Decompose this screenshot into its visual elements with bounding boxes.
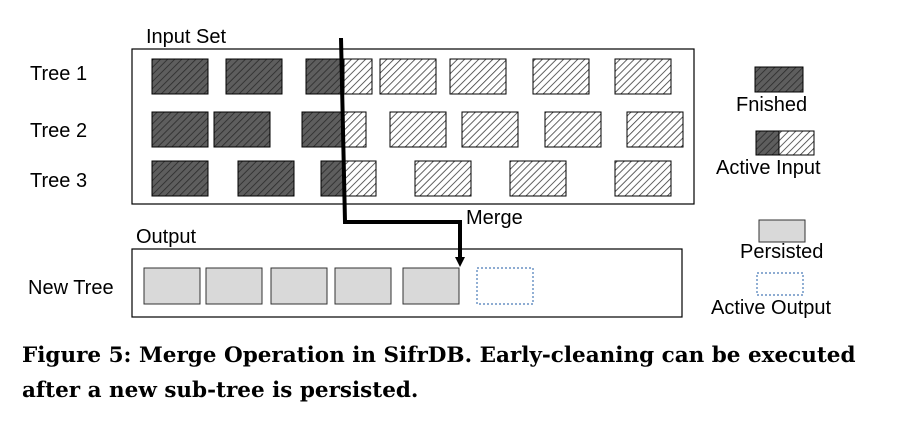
- legend-active-input-label: Active Input: [716, 157, 821, 179]
- pending-block: [614, 160, 672, 197]
- new-tree-row: [143, 267, 460, 305]
- tree-3-row: [151, 160, 672, 197]
- active-input-block-finished-part: [305, 58, 345, 95]
- tree-1-row: [151, 58, 672, 95]
- pending-block: [389, 111, 447, 148]
- finished-block: [151, 58, 209, 95]
- merge-path: [339, 37, 465, 267]
- figure-caption: Figure 5: Merge Operation in SifrDB. Ear…: [22, 343, 856, 403]
- tree-2-row: [151, 111, 684, 148]
- tree-1-label: Tree 1: [30, 63, 87, 85]
- pending-block: [532, 58, 590, 95]
- legend-active-output-label: Active Output: [711, 297, 832, 319]
- input-set-box: [131, 48, 695, 205]
- active-input-block-pending-part: [343, 58, 373, 95]
- merge-label: Merge: [466, 207, 523, 229]
- persisted-block: [402, 267, 460, 305]
- finished-block: [151, 111, 209, 148]
- legend-finished-swatch: [754, 66, 804, 93]
- legend-finished-label: Fnished: [736, 94, 807, 116]
- persisted-block: [270, 267, 328, 305]
- persisted-block: [205, 267, 263, 305]
- pending-block: [414, 160, 472, 197]
- input-set-label: Input Set: [146, 26, 227, 48]
- legend-active-input-pending-part: [778, 130, 815, 156]
- tree-2-label: Tree 2: [30, 120, 87, 142]
- legend-persisted-label: Persisted: [740, 241, 823, 263]
- legend-active-output-swatch: [756, 272, 804, 296]
- pending-block: [379, 58, 437, 95]
- pending-block: [614, 58, 672, 95]
- active-input-block-pending-part: [343, 111, 367, 148]
- active-input-block-finished-part: [320, 160, 345, 197]
- active-input-block-pending-part: [343, 160, 377, 197]
- pending-block: [626, 111, 684, 148]
- finished-block: [237, 160, 295, 197]
- persisted-block: [334, 267, 392, 305]
- active-input-block-finished-part: [301, 111, 345, 148]
- legend-active-input-finished-part: [755, 130, 780, 156]
- pending-block: [544, 111, 602, 148]
- tree-3-label: Tree 3: [30, 170, 87, 192]
- pending-block: [449, 58, 507, 95]
- legend: Fnished Active Input Persisted Active Ou…: [711, 66, 832, 319]
- finished-block: [225, 58, 283, 95]
- new-tree-label: New Tree: [28, 277, 114, 299]
- output-box: [131, 248, 683, 318]
- finished-block: [151, 160, 209, 197]
- output-label: Output: [136, 226, 196, 248]
- persisted-block: [143, 267, 201, 305]
- active-output-block: [476, 267, 534, 305]
- legend-persisted-swatch: [758, 219, 806, 243]
- merge-operation-diagram: Input Set Tree 1 Tree 2 Tree 3 Outpu: [28, 26, 832, 319]
- pending-block: [461, 111, 519, 148]
- pending-block: [509, 160, 567, 197]
- finished-block: [213, 111, 271, 148]
